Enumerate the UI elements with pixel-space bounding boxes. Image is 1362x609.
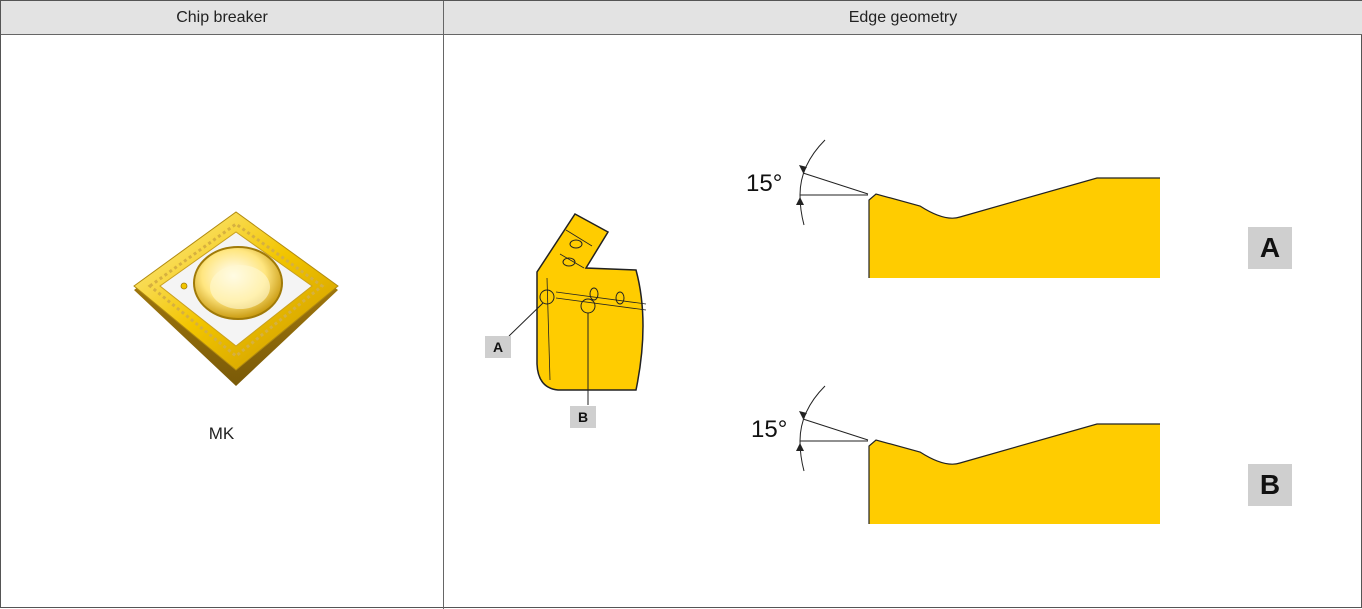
angle-b-arrow-bottom [796,443,804,451]
profile-b-outline [868,423,1160,524]
header-chip-breaker: Chip breaker [1,1,444,35]
angle-a-arrow-bottom [796,197,804,205]
groove-dimple-3 [589,287,599,301]
corner-body [536,213,644,391]
angle-b-rake-line [802,418,869,441]
insert-chip-groove [147,222,325,358]
callout-label-b: B [570,406,596,428]
leader-a [508,302,544,337]
section-b-profile [796,385,1160,524]
header-edge-geometry-label: Edge geometry [848,8,958,26]
section-marker-a [539,289,555,305]
angle-b-arrow-top [799,411,807,419]
insert-mk-image [133,211,339,386]
groove-dimple-1 [569,239,583,249]
angle-a-arc [799,139,826,226]
angle-a-arrow-top [799,165,807,173]
header-edge-geometry: Edge geometry [444,1,1362,35]
angle-label-a: 15° [746,170,783,197]
groove-dimple-4 [615,291,625,305]
angle-label-b: 15° [751,416,788,443]
angle-a-rake-line [802,172,869,195]
header-chip-breaker-label: Chip breaker [176,8,268,26]
callout-label-a: A [485,336,511,358]
section-label-b: B [1248,464,1292,506]
insert-name-label: MK [208,424,235,443]
insert-hole-inner [210,265,270,309]
corner-groove-top [559,229,593,269]
corner-edge-line [546,277,551,381]
corner-groove-right [555,291,647,311]
angle-b-arc [799,385,826,472]
column-divider [443,35,444,609]
section-a-profile [796,139,1160,278]
insert-marker-dot [180,282,188,290]
profile-b-shape [869,424,1160,524]
cutting-corner-detail [508,213,647,405]
groove-dimple-2 [562,257,576,267]
profile-a-outline [868,177,1160,278]
section-label-a: A [1248,227,1292,269]
profile-a-shape [869,178,1160,278]
